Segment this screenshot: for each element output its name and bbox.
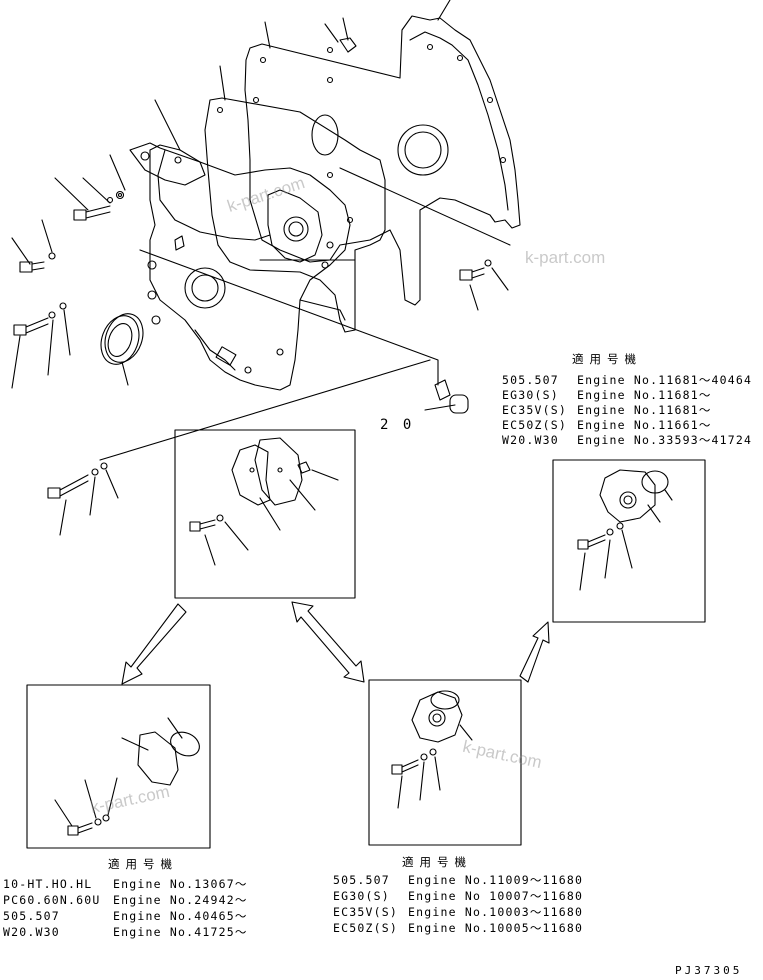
table-row: Engine No.10005〜11680 [408, 921, 583, 935]
table-row: EC35V(S) [333, 905, 398, 919]
engine-range: Engine No.10005〜11680 [408, 921, 584, 935]
model: EC50Z(S) [502, 418, 567, 432]
model: 505.507 [333, 873, 390, 887]
table-row: Engine No.11661〜 [577, 418, 712, 432]
table-row: EG30(S) [502, 388, 559, 402]
engine-range: Engine No.33593〜41724 [577, 433, 753, 447]
table-row: Engine No.11681〜 [577, 403, 712, 417]
drawing-code: PJ37305 [675, 964, 743, 977]
table-header: 適用号機 [572, 352, 642, 366]
model: 505.507 [502, 373, 559, 387]
engine-range: Engine No.11681〜 [577, 403, 712, 417]
part-ref-label: 2 0 [380, 417, 415, 433]
table-row: 505.507 [333, 873, 390, 887]
gasket-plate [244, 15, 521, 306]
table-row: Engine No.40465〜 [113, 909, 248, 923]
arrow-to-bottom-left [121, 603, 187, 685]
engine-range: Engine No.11009〜11680 [408, 873, 584, 887]
arrow-double-middle [291, 601, 365, 683]
table-row: Engine No.10003〜11680 [408, 905, 583, 919]
detail-box-bottom-left [26, 684, 211, 849]
table-row: Engine No 10007〜11680 [408, 889, 583, 903]
table-row: EC50Z(S) [333, 921, 398, 935]
table-row: 505.507 [3, 909, 60, 923]
model: W20.W30 [3, 925, 60, 939]
engine-range: Engine No.24942〜 [113, 893, 248, 907]
model: EC35V(S) [333, 905, 398, 919]
table-row: EC50Z(S) [502, 418, 567, 432]
engine-range: Engine No.11681〜40464 [577, 373, 753, 387]
table-row: EG30(S) [333, 889, 390, 903]
model: 10-HT.HO.HL [3, 877, 93, 891]
watermark: k-part.com [525, 248, 606, 267]
model: 505.507 [3, 909, 60, 923]
engine-range: Engine No.11661〜 [577, 418, 712, 432]
engine-range: Engine No.41725〜 [113, 925, 248, 939]
bolt-set-left [13, 37, 492, 499]
engine-range: Engine No.40465〜 [113, 909, 248, 923]
table-row: Engine No.11009〜11680 [408, 873, 583, 887]
bushing-part [434, 379, 469, 414]
table-row: 505.507 [502, 373, 559, 387]
table-row: Engine No.11681〜 [577, 388, 712, 402]
table-row: Engine No.13067〜 [113, 877, 248, 891]
table-row: W20.W30 [3, 925, 60, 939]
table-row: W20.W30 [502, 433, 559, 447]
oil-seal [100, 313, 144, 365]
detail-box-right [552, 459, 706, 623]
engine-range: Engine No 10007〜11680 [408, 889, 584, 903]
table-row: EC35V(S) [502, 403, 567, 417]
engine-range: Engine No.11681〜 [577, 388, 712, 402]
leader-lines [11, 0, 511, 536]
table-header: 適用号機 [402, 855, 472, 869]
table-header: 適用号機 [108, 857, 178, 871]
table-row: PC60.60N.60U [3, 893, 100, 907]
table-row: Engine No.33593〜41724 [577, 433, 752, 447]
model: EG30(S) [502, 388, 559, 402]
table-row: Engine No.24942〜 [113, 893, 248, 907]
detail-box-top-center [174, 429, 356, 599]
model: W20.W30 [502, 433, 559, 447]
bracket [129, 142, 206, 186]
model: PC60.60N.60U [3, 893, 101, 907]
model: EC50Z(S) [333, 921, 398, 935]
timing-gear-cover [147, 144, 351, 391]
engine-range: Engine No.13067〜 [113, 877, 248, 891]
cover-gasket [204, 97, 386, 333]
table-row: Engine No.41725〜 [113, 925, 248, 939]
engine-range: Engine No.10003〜11680 [408, 905, 584, 919]
model: EG30(S) [333, 889, 390, 903]
table-row: 10-HT.HO.HL [3, 877, 92, 891]
model: EC35V(S) [502, 403, 567, 417]
table-row: Engine No.11681〜40464 [577, 373, 752, 387]
arrow-to-right-box [519, 621, 550, 683]
detail-box-bottom-middle [368, 679, 522, 846]
